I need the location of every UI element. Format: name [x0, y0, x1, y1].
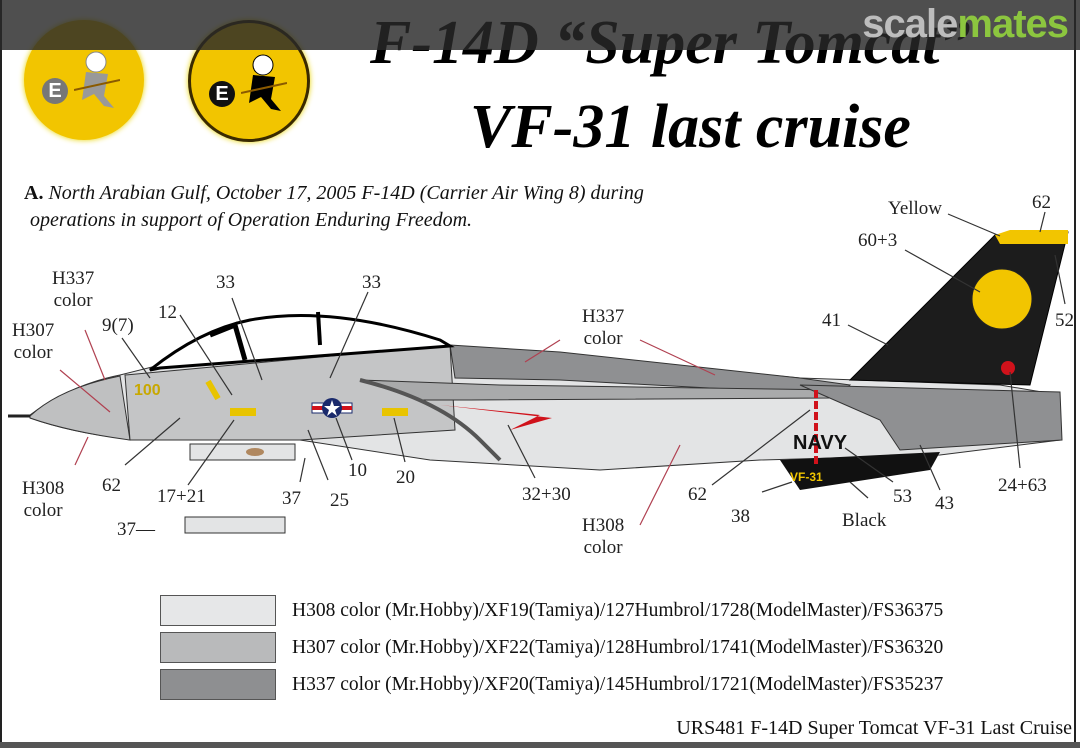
callout-33a: 33 — [216, 272, 235, 293]
callout-h308-nose: H308 color — [22, 478, 65, 521]
legend-text: H337 color (Mr.Hobby)/XF20(Tamiya)/145Hu… — [292, 673, 944, 695]
legend-text: H307 color (Mr.Hobby)/XF22(Tamiya)/128Hu… — [292, 636, 944, 658]
callout-12: 12 — [158, 302, 177, 323]
callout-43: 43 — [935, 493, 954, 514]
scheme-marker: A. — [24, 182, 44, 204]
callout-h337-mid: H337 color — [582, 306, 625, 349]
callout-24-63: 24+63 — [998, 475, 1047, 496]
felix-cat-icon — [241, 54, 287, 111]
callout-h337-nose: H337 color — [52, 268, 95, 311]
callout-32-30: 32+30 — [522, 484, 571, 505]
vf31-marking: VF-31 — [790, 470, 823, 484]
callout-17-21: 17+21 — [157, 486, 206, 507]
callout-h308-mid: H308 color — [582, 515, 625, 558]
callout-h307-nose: H307 color — [12, 320, 55, 363]
callout-37a: 37 — [282, 488, 301, 509]
callout-41: 41 — [822, 310, 841, 331]
callout-black: Black — [842, 510, 887, 531]
callout-62c: 62 — [1032, 192, 1051, 213]
title-line-2: VF-31 last cruise — [470, 93, 911, 161]
modex-number: 100 — [134, 382, 161, 399]
callout-10: 10 — [348, 460, 367, 481]
navy-marking: NAVY — [793, 432, 848, 454]
felix-cat-icon — [74, 51, 120, 108]
legend-row: H337 color (Mr.Hobby)/XF20(Tamiya)/145Hu… — [160, 666, 943, 703]
scalemates-logo[interactable]: scalemates — [862, 2, 1069, 46]
bottom-bar — [0, 742, 1080, 748]
callout-9-7: 9(7) — [102, 315, 134, 336]
color-swatch-h308 — [160, 595, 276, 626]
callout-33b: 33 — [362, 272, 381, 293]
callout-38: 38 — [731, 506, 750, 527]
watermark-bar — [0, 0, 1080, 50]
color-swatch-h307 — [160, 632, 276, 663]
callout-52: 52 — [1055, 310, 1074, 331]
legend-row: H308 color (Mr.Hobby)/XF19(Tamiya)/127Hu… — [160, 592, 943, 629]
patch-letter: E — [209, 81, 235, 107]
callout-25: 25 — [330, 490, 349, 511]
legend-text: H308 color (Mr.Hobby)/XF19(Tamiya)/127Hu… — [292, 599, 944, 621]
color-swatch-h337 — [160, 669, 276, 700]
callout-37b: 37— — [117, 519, 155, 540]
callout-62a: 62 — [102, 475, 121, 496]
legend-row: H307 color (Mr.Hobby)/XF22(Tamiya)/128Hu… — [160, 629, 943, 666]
callout-20: 20 — [396, 467, 415, 488]
callout-60-3: 60+3 — [858, 230, 898, 251]
scheme-description: A. North Arabian Gulf, October 17, 2005 … — [24, 182, 644, 231]
callout-yellow: Yellow — [888, 198, 943, 219]
callout-53: 53 — [893, 486, 912, 507]
patch-letter: E — [42, 78, 68, 104]
f14-profile-drawing — [8, 211, 1069, 534]
callout-62b: 62 — [688, 484, 707, 505]
paint-legend: H308 color (Mr.Hobby)/XF19(Tamiya)/127Hu… — [160, 592, 943, 703]
sheet-footer: URS481 F-14D Super Tomcat VF-31 Last Cru… — [676, 717, 1072, 739]
